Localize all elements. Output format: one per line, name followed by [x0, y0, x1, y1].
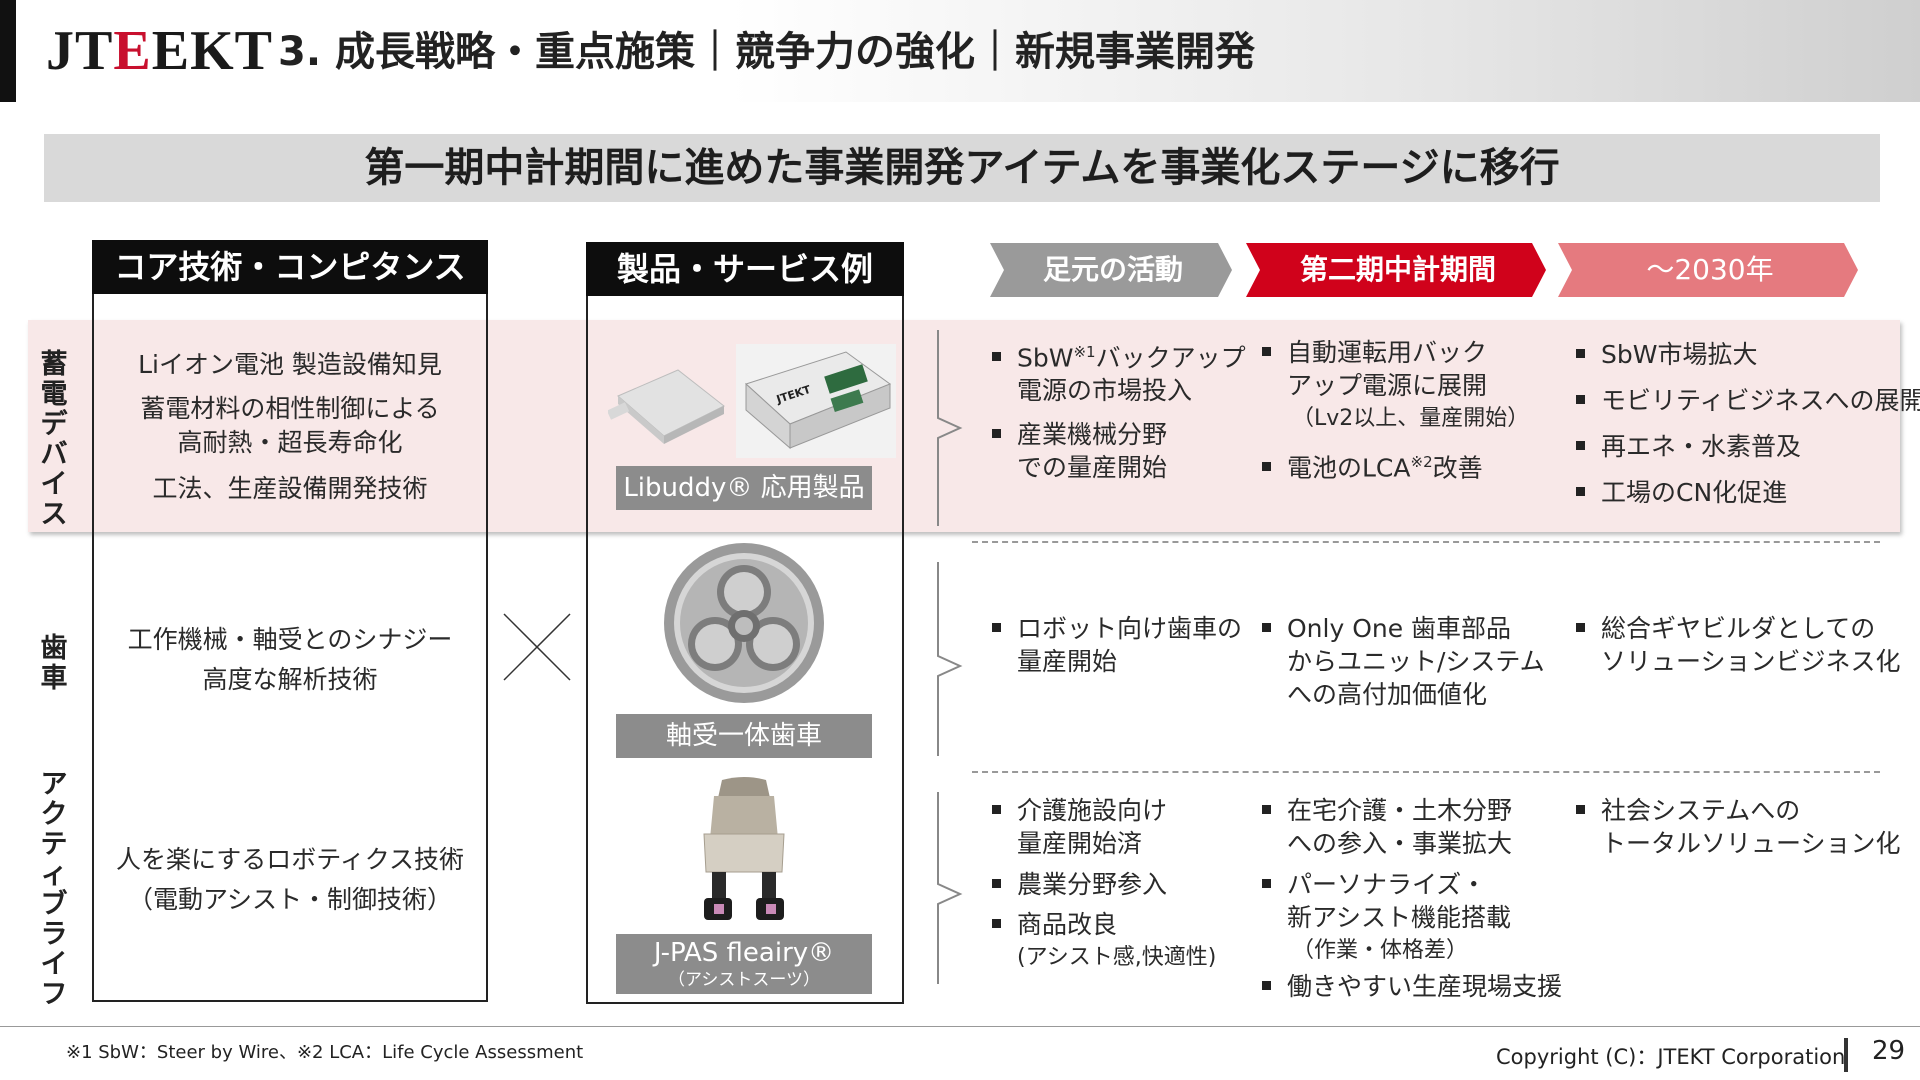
multiply-icon: [503, 613, 571, 681]
battery-future-2: モビリティビジネスへの展開: [1576, 384, 1920, 417]
core-battery: Liイオン電池 製造設備知見 蓄電材料の相性制御による 高耐熱・超長寿命化 工法…: [138, 350, 442, 503]
copyright: Copyright (C)：JTEKT Corporation: [1496, 1045, 1846, 1069]
header-accent-bar: [0, 0, 16, 102]
activelife-now-2: 農業分野参入: [992, 868, 1167, 901]
bracket-activelife: [937, 792, 963, 984]
stage1-arrow-shape: [990, 243, 1232, 297]
activelife-future-1: 社会システムへのトータルソリューション化: [1576, 794, 1901, 860]
battery-future-4: 工場のCN化促進: [1576, 476, 1787, 509]
bracket-battery: [937, 330, 963, 526]
category-label-gear: 歯車: [40, 633, 68, 694]
stage3-arrow-shape: [1558, 243, 1858, 297]
header-band: [0, 0, 1920, 102]
battery-future-1: SbW市場拡大: [1576, 338, 1757, 371]
page-number: 29: [1872, 1036, 1906, 1066]
stage1-label: 足元の活動: [1042, 253, 1183, 286]
gear-image: [664, 543, 824, 703]
stage2-label: 第二期中計期間: [1299, 253, 1496, 286]
stage3-label: ～2030年: [1646, 253, 1774, 286]
activelife-now-3: 商品改良(アシスト感,快適性): [992, 908, 1216, 974]
battery-mid-2: 電池のLCA※2改善: [1262, 446, 1483, 484]
activelife-mid-2: パーソナライズ・新アシスト機能搭載（作業・体格差）: [1262, 868, 1511, 967]
core-activelife: 人を楽にするロボティクス技術 （電動アシスト・制御技術）: [115, 845, 464, 914]
battery-mid-1: 自動運転用バックアップ電源に展開（Lv2以上、量産開始）: [1262, 336, 1529, 435]
activelife-now-1: 介護施設向け量産開始済: [992, 794, 1167, 860]
gear-now-1: ロボット向け歯車の量産開始: [992, 612, 1242, 678]
core-tech-header: コア技術・コンピタンス: [92, 240, 488, 294]
battery-future-3: 再エネ・水素普及: [1576, 430, 1801, 463]
assist-suit-image: [703, 777, 785, 920]
battery-now-1: SbW※1バックアップ電源の市場投入: [992, 336, 1246, 407]
gear-future-1: 総合ギヤビルダとしてのソリューションビジネス化: [1576, 612, 1901, 678]
footnote: ※1 SbW：Steer by Wire、※2 LCA：Life Cycle A…: [66, 1042, 584, 1063]
caption-jpas: J-PAS fleairy® （アシストスーツ）: [616, 934, 872, 994]
product-header: 製品・サービス例: [586, 242, 904, 296]
row-separator-2: [972, 771, 1880, 773]
footer-divider: [0, 1026, 1920, 1027]
page-number-separator: [1844, 1038, 1848, 1072]
activelife-mid-1: 在宅介護・土木分野への参入・事業拡大: [1262, 794, 1512, 860]
caption-gear: 軸受一体歯車: [616, 714, 872, 758]
page-title: 3. 成長戦略・重点施策｜競争力の強化｜新規事業開発: [278, 29, 1255, 75]
battery-row-highlight: [28, 320, 1900, 532]
battery-now-2: 産業機械分野での量産開始: [992, 418, 1167, 484]
summary-banner: 第一期中計期間に進めた事業開発アイテムを事業化ステージに移行: [44, 134, 1880, 202]
category-label-activelife: アクティブライフ: [40, 769, 68, 1010]
battery-module-image: JTEKT: [736, 344, 896, 458]
core-gear: 工作機械・軸受とのシナジー 高度な解析技術: [127, 625, 453, 694]
bracket-gear: [937, 562, 963, 756]
category-label-battery: 蓄電デバイス: [40, 349, 68, 530]
stage2-arrow-shape: [1246, 243, 1546, 297]
row-separator-1: [972, 541, 1880, 543]
caption-libuddy: Libuddy® 応用製品: [616, 466, 872, 510]
battery-cell-image: [608, 369, 725, 444]
jtekt-logo: JTEEKT: [46, 20, 273, 82]
banner-text: 第一期中計期間に進めた事業開発アイテムを事業化ステージに移行: [364, 145, 1560, 191]
gear-mid-1: Only One 歯車部品からユニット/システムへの高付加価値化: [1262, 612, 1545, 711]
activelife-mid-3: 働きやすい生産現場支援: [1262, 970, 1562, 1003]
